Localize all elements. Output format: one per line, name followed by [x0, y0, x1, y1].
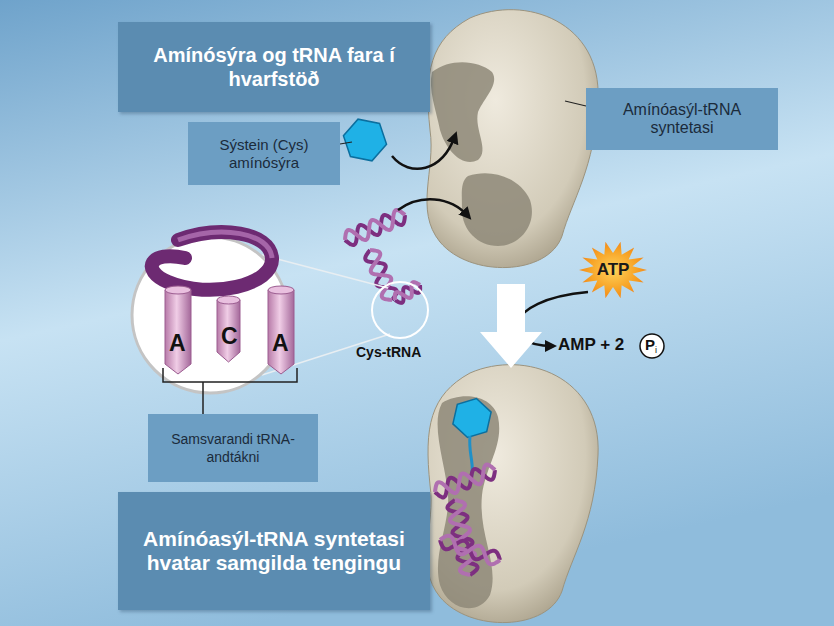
node-text: ATP — [597, 260, 630, 280]
step-box: Amínóasýl-tRNA syntetasi hvatar samgilda… — [118, 492, 430, 610]
phosphate-letter: P — [645, 336, 655, 353]
node-text: Samsvarandi tRNA-andtákni — [166, 430, 301, 466]
trna-strand — [370, 250, 392, 300]
base-cylinder — [268, 290, 294, 374]
cysteine-hexagon — [343, 119, 386, 161]
label-box: Sýstein (Cys) amínósýra — [188, 122, 340, 185]
active-site — [431, 62, 494, 162]
product-label: AMP + 2 — [558, 335, 624, 355]
flow-arrow — [398, 199, 468, 216]
base-cylinder — [217, 300, 240, 362]
base-top — [217, 296, 240, 304]
base-letter: A — [169, 330, 186, 357]
label-box: Samsvarandi tRNA-andtákni — [148, 414, 318, 482]
enzyme-shape — [427, 10, 598, 268]
node-text: Amínóasýl-tRNA syntetasi hvatar samgilda… — [134, 527, 414, 575]
subscript: i — [655, 345, 657, 355]
trna-strand — [395, 282, 420, 300]
burst-shape — [579, 242, 647, 298]
base-letter: A — [272, 330, 289, 357]
trna-strand — [365, 250, 397, 300]
leader-line — [565, 101, 586, 106]
node-text: Amínóasýl-tRNA syntetasi — [602, 101, 762, 137]
node-text: Sýstein (Cys) amínósýra — [199, 136, 329, 172]
phosphate-circle — [640, 334, 664, 358]
trna-backbone — [152, 232, 272, 290]
enzyme-shape — [427, 365, 598, 623]
energy-burst: ATP — [578, 240, 648, 300]
step-box: Amínósýra og tRNA fara í hvarfstöð — [118, 22, 430, 112]
trna-backbone — [178, 232, 272, 258]
bracket — [163, 368, 297, 414]
trna-strand — [435, 465, 495, 493]
zoom-marker — [372, 282, 428, 338]
base-top — [268, 286, 294, 294]
leader-line — [340, 142, 352, 144]
node-text: Amínósýra og tRNA fara í hvarfstöð — [149, 43, 399, 91]
base-top — [165, 286, 191, 294]
base-cylinder — [165, 290, 191, 374]
molecule-label: Cys-tRNA — [356, 344, 421, 360]
active-site — [462, 173, 532, 246]
base-letter: C — [221, 323, 238, 350]
cysteine-hexagon — [453, 398, 491, 437]
label-box: Amínóasýl-tRNA syntetasi — [586, 88, 778, 150]
active-site — [438, 396, 500, 608]
trna-strand — [440, 536, 500, 565]
enzyme-group — [427, 365, 598, 623]
flow-arrow — [392, 136, 455, 169]
trna-strand — [345, 210, 405, 240]
step-arrow — [480, 284, 542, 368]
